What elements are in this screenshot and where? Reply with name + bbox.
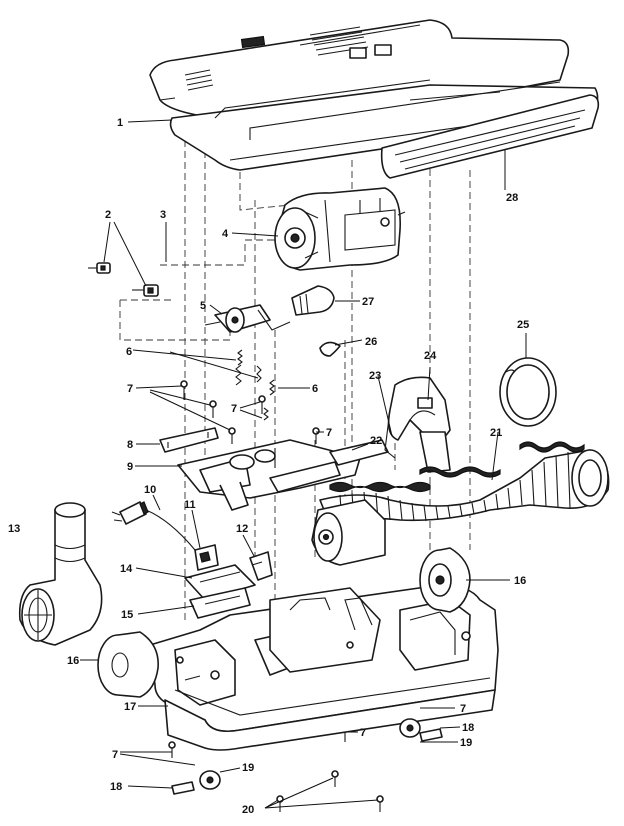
callout-7-base-center: 7 — [360, 727, 366, 739]
callout-9: 9 — [127, 461, 133, 473]
callout-20: 20 — [242, 804, 254, 816]
part-rear-wheels — [97, 547, 471, 698]
callout-5: 5 — [200, 300, 206, 312]
callout-7-right: 7 — [326, 427, 332, 439]
callout-2: 2 — [105, 209, 111, 221]
hood-vent-grille — [309, 26, 369, 56]
part-brush-rotor — [204, 304, 291, 333]
part-small-wheels — [171, 718, 443, 795]
callout-6-right: 6 — [312, 383, 318, 395]
callout-15: 15 — [121, 609, 133, 621]
part-power-cord — [111, 501, 196, 551]
callout-17: 17 — [124, 701, 136, 713]
callout-27: 27 — [362, 296, 374, 308]
callout-7-base-right: 7 — [460, 703, 466, 715]
callout-labels: 1 28 2 3 4 5 27 26 6 6 7 7 7 8 9 10 11 1… — [8, 117, 529, 816]
callout-18-right: 18 — [462, 722, 474, 734]
part-switch-assembly — [88, 262, 159, 297]
callout-21: 21 — [490, 427, 502, 439]
part-switch-block — [194, 544, 219, 571]
callout-16-right: 16 — [514, 575, 526, 587]
callout-1: 1 — [117, 117, 123, 129]
callout-8: 8 — [127, 439, 133, 451]
part-motor — [274, 187, 406, 271]
part-bracket-small — [249, 551, 273, 581]
callout-13: 13 — [8, 523, 20, 535]
part-bracket — [159, 427, 219, 453]
callout-23: 23 — [369, 370, 381, 382]
callout-16-left: 16 — [67, 655, 79, 667]
part-hood-cover — [149, 19, 599, 171]
callout-3: 3 — [160, 209, 166, 221]
callout-18-left: 18 — [110, 781, 122, 793]
callout-12: 12 — [236, 523, 248, 535]
part-drive-belt — [499, 357, 557, 427]
part-nozzle-bumper — [380, 94, 600, 179]
part-hose-adapter — [384, 376, 451, 473]
callout-25: 25 — [517, 319, 529, 331]
callout-14: 14 — [120, 563, 133, 575]
part-retaining-clip — [319, 341, 341, 357]
part-wiring-plate — [184, 564, 256, 619]
part-attachment-tool — [18, 502, 103, 646]
callout-6-left: 6 — [126, 346, 132, 358]
callout-11: 11 — [184, 499, 196, 511]
part-motor-mount — [177, 439, 361, 511]
leader-lines — [80, 119, 527, 809]
callout-19-right: 19 — [460, 737, 472, 749]
callout-7-left: 7 — [127, 383, 133, 395]
callout-24: 24 — [424, 350, 437, 362]
callout-26: 26 — [365, 336, 377, 348]
part-springs — [235, 349, 275, 421]
callout-28: 28 — [506, 192, 518, 204]
callout-10: 10 — [144, 484, 156, 496]
part-light-bulb — [291, 285, 335, 316]
part-fan-housing — [311, 499, 386, 566]
callout-7-center: 7 — [231, 403, 237, 415]
callout-7-base-left: 7 — [112, 749, 118, 761]
callout-19-left: 19 — [242, 762, 254, 774]
hood-front-vent — [184, 69, 214, 91]
callout-4: 4 — [222, 228, 229, 240]
callout-22: 22 — [370, 435, 382, 447]
part-base-housing — [149, 584, 499, 751]
